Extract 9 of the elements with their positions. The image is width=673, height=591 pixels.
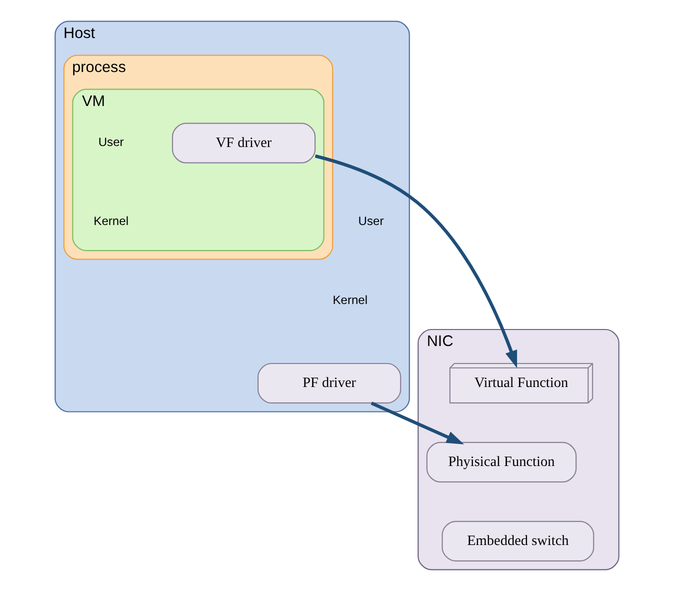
label: Kernel: [332, 293, 368, 308]
node-box: VF driver: [171, 122, 316, 164]
label: User: [98, 135, 124, 150]
node-box: Embedded switch: [441, 520, 594, 562]
arrow: [370, 402, 464, 444]
node-box: Phyisical Function: [426, 442, 576, 482]
node-box: PF driver: [257, 362, 401, 404]
label: User: [358, 214, 384, 228]
label: Kernel: [93, 214, 128, 228]
